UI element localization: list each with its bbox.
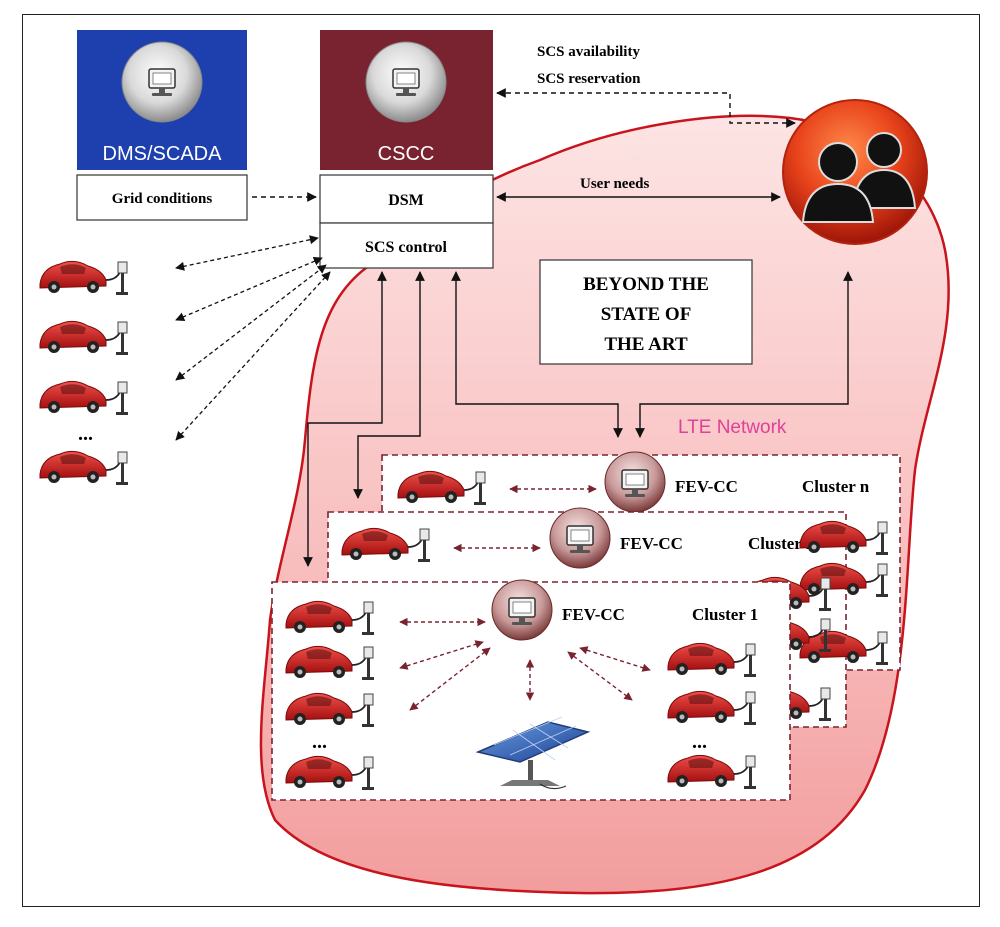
cluster-1: ... ... FEV-CC Cluster 1	[271, 579, 791, 801]
scs-control-label: SCS control	[365, 239, 447, 256]
fev-cc-label: FEV-CC	[675, 477, 738, 496]
grid-conditions-label: Grid conditions	[112, 191, 213, 207]
car-charger-icon	[39, 380, 129, 416]
beyond-line-1: BEYOND THE	[583, 274, 709, 295]
lte-network-label: LTE Network	[678, 417, 787, 438]
cluster-1-label: Cluster 1	[692, 605, 758, 624]
scs-availability-label: SCS availability	[537, 44, 640, 60]
fev-cc-label: FEV-CC	[620, 534, 683, 553]
dsm-label: DSM	[388, 192, 424, 209]
solar-panel-icon	[475, 716, 591, 790]
car-charger-icon	[39, 320, 129, 356]
grid-conditions-box	[76, 174, 248, 221]
fev-cc-label: FEV-CC	[562, 605, 625, 624]
scs-control-box	[319, 222, 494, 269]
beyond-line-3: THE ART	[604, 334, 688, 355]
left-ellipsis: ...	[78, 423, 93, 445]
cluster-1-left-ellipsis: ...	[312, 731, 327, 753]
cluster-1-right-ellipsis: ...	[692, 731, 707, 753]
cluster-n-label: Cluster n	[802, 477, 870, 496]
car-charger-icon	[39, 260, 129, 296]
users-icon	[782, 99, 928, 245]
figure-frame	[22, 14, 980, 907]
car-charger-icon	[39, 450, 129, 486]
cscc-label: CSCC	[378, 143, 435, 165]
dms-scada-label: DMS/SCADA	[103, 143, 223, 165]
left-cars	[39, 260, 129, 486]
beyond-line-2: STATE OF	[601, 304, 692, 325]
user-needs-label: User needs	[580, 176, 649, 192]
cluster-2-label: Cluster 2	[748, 534, 814, 553]
scs-reservation-label: SCS reservation	[537, 71, 641, 87]
